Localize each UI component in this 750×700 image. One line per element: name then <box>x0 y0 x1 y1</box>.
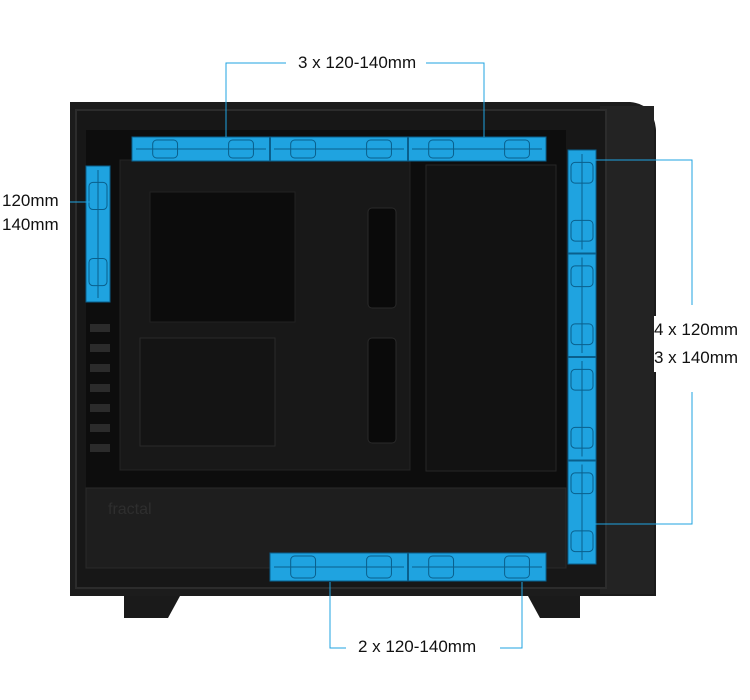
fan-group-front <box>567 149 597 565</box>
front-compartment <box>425 164 557 472</box>
label-front-fans: 4 x 120mm 3 x 140mm <box>654 316 739 372</box>
fan-front-2 <box>568 252 596 353</box>
expansion-slots <box>90 324 110 452</box>
leader-top <box>225 62 286 137</box>
label-rear-fan: 120mm 140mm <box>2 189 59 237</box>
leader-bottom-left <box>329 582 346 649</box>
case-foot-right <box>528 596 580 618</box>
leader-right-top <box>590 159 693 305</box>
leader-right-bottom <box>590 392 693 525</box>
fan-top-2 <box>269 137 404 161</box>
fan-bottom-1 <box>274 555 404 579</box>
label-bottom-fans: 2 x 120-140mm <box>352 637 483 657</box>
fan-group-bottom <box>269 552 547 582</box>
cpu-cutout <box>149 191 296 323</box>
fan-bottom-2 <box>407 553 542 581</box>
fan-positions <box>85 136 597 582</box>
cable-grommet-upper <box>367 207 397 309</box>
fan-group-rear <box>85 165 111 303</box>
label-front-fans-120: 4 x 120mm <box>654 320 739 339</box>
fan-top-3 <box>407 137 542 161</box>
label-front-fans-140: 3 x 140mm <box>654 348 739 367</box>
fan-front-1 <box>570 154 594 250</box>
leader-bottom-right <box>500 582 523 649</box>
leader-top-right <box>426 62 485 137</box>
label-rear-fan-140: 140mm <box>2 215 59 234</box>
leader-lines <box>70 62 693 649</box>
case-logo: fractal <box>108 501 152 518</box>
lower-cutout <box>139 337 276 447</box>
cable-grommet-lower <box>367 337 397 444</box>
fan-front-3 <box>568 356 596 457</box>
fan-front-4 <box>568 459 596 560</box>
case-foot-left <box>124 596 180 618</box>
label-top-fans: 3 x 120-140mm <box>292 53 423 73</box>
fan-rear-1 <box>88 170 108 298</box>
fan-top-1 <box>136 139 266 159</box>
label-rear-fan-120: 120mm <box>2 191 59 210</box>
case-front-panel <box>600 106 654 594</box>
fan-group-top <box>131 136 547 162</box>
